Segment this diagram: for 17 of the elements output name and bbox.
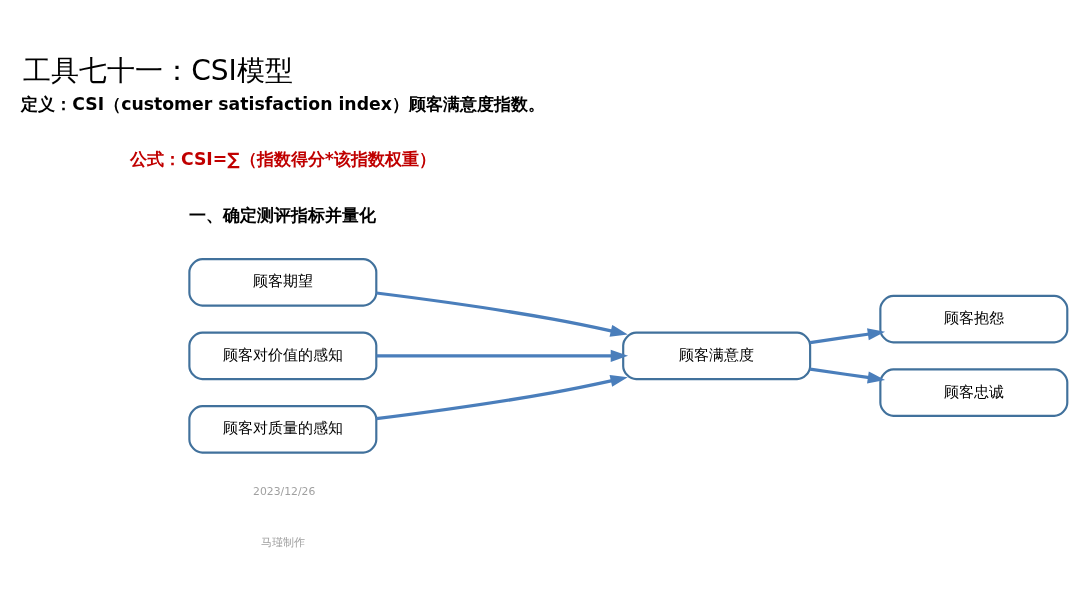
arrow bbox=[376, 374, 628, 420]
arrow bbox=[376, 349, 629, 362]
arrow bbox=[376, 290, 628, 337]
node-box: 顾客满意度 bbox=[622, 331, 812, 380]
node-box: 顾客对质量的感知 bbox=[188, 404, 378, 454]
node-box: 顾客对价值的感知 bbox=[188, 331, 378, 380]
diagram-title: 工具七十一：CSI模型 bbox=[23, 53, 293, 87]
label: 定义：CSI（customer satisfaction index）顾客满意度指数。 bbox=[21, 93, 545, 114]
node-box: 顾客忠诚 bbox=[879, 367, 1069, 417]
arrow bbox=[809, 367, 886, 383]
label: 公式：CSI=∑（指数得分*该指数权重） bbox=[129, 148, 436, 169]
node-box: 顾客期望 bbox=[188, 257, 378, 307]
label: 一、确定测评指标并量化 bbox=[188, 204, 376, 225]
label: 马瑾制作 bbox=[261, 534, 306, 548]
arrow bbox=[809, 327, 886, 344]
node-box: 顾客抱怨 bbox=[879, 294, 1069, 343]
label: 2023/12/26 bbox=[253, 484, 316, 498]
